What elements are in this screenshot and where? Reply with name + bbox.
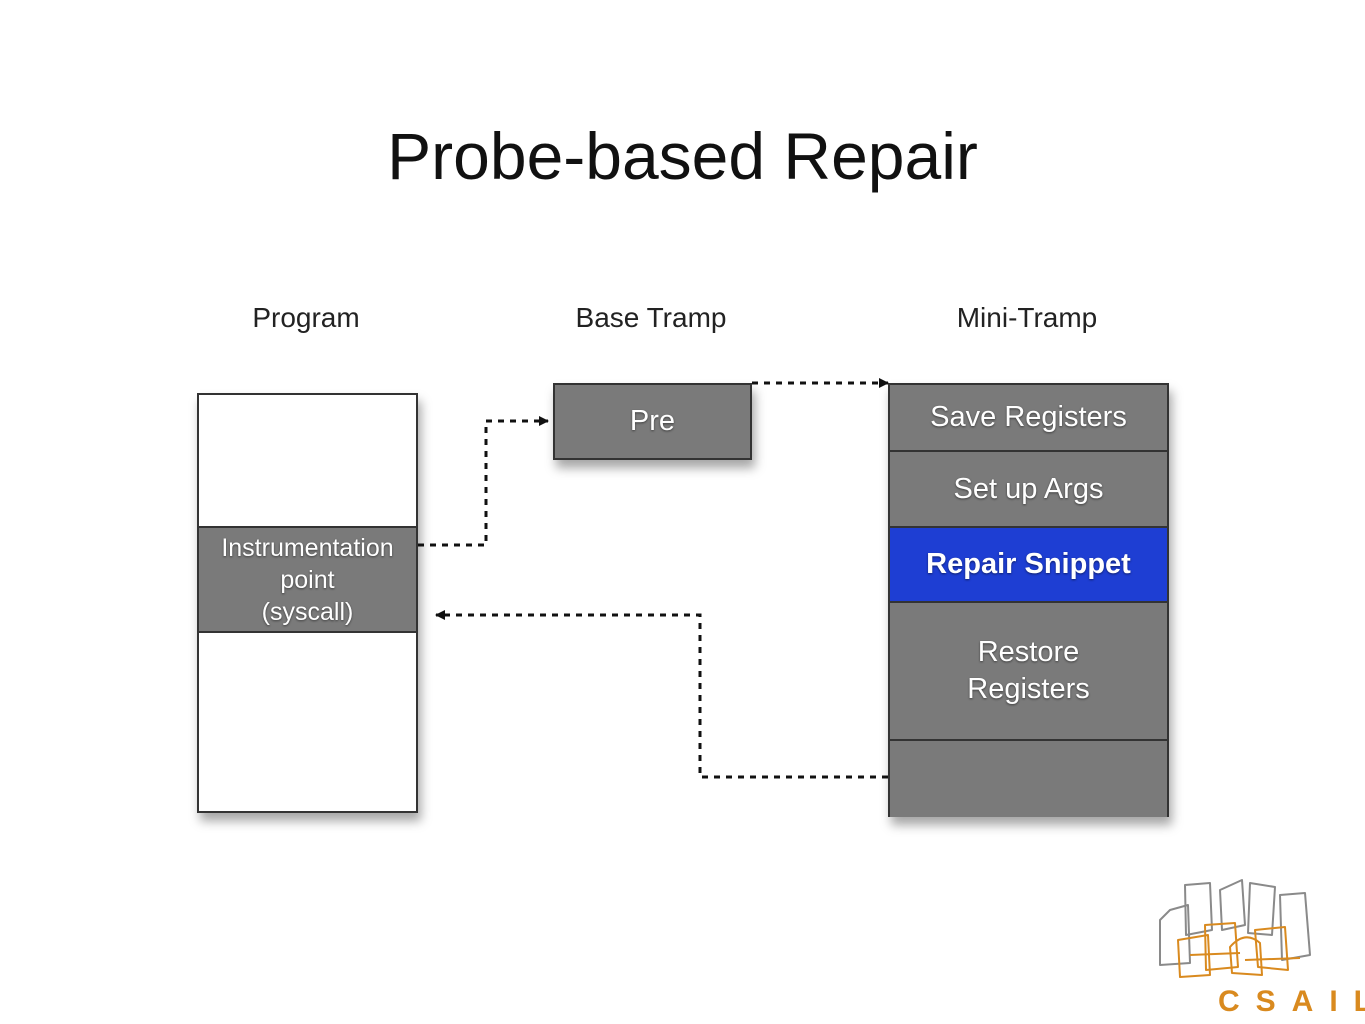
mini-tramp-bottom-block [890, 741, 1167, 817]
repair-snippet-block: Repair Snippet [890, 528, 1167, 603]
pre-label: Pre [629, 405, 676, 437]
save-registers-block: Save Registers [890, 385, 1167, 452]
base-tramp-column-label: Base Tramp [575, 302, 727, 333]
set-up-args-block: Set up Args [890, 452, 1167, 528]
arrow-mini-tramp-return-to-program [435, 610, 888, 779]
instrumentation-point-block: Instrumentation point (syscall) [199, 526, 416, 633]
mini-tramp-box: Save Registers Set up Args Repair Snippe… [888, 383, 1169, 817]
restore-registers-block: Restore Registers [890, 603, 1167, 741]
mini-tramp-column-label: Mini-Tramp [956, 302, 1098, 333]
csail-logo-text: CSAIL [1218, 985, 1365, 1018]
arrow-program-to-pre [418, 416, 549, 547]
program-column-label: Program [252, 302, 360, 333]
base-tramp-pre-box: Pre [553, 383, 752, 460]
slide-title: Probe-based Repair [387, 119, 978, 193]
csail-logo-icon [1159, 879, 1311, 978]
program-box: Instrumentation point (syscall) [197, 393, 418, 813]
